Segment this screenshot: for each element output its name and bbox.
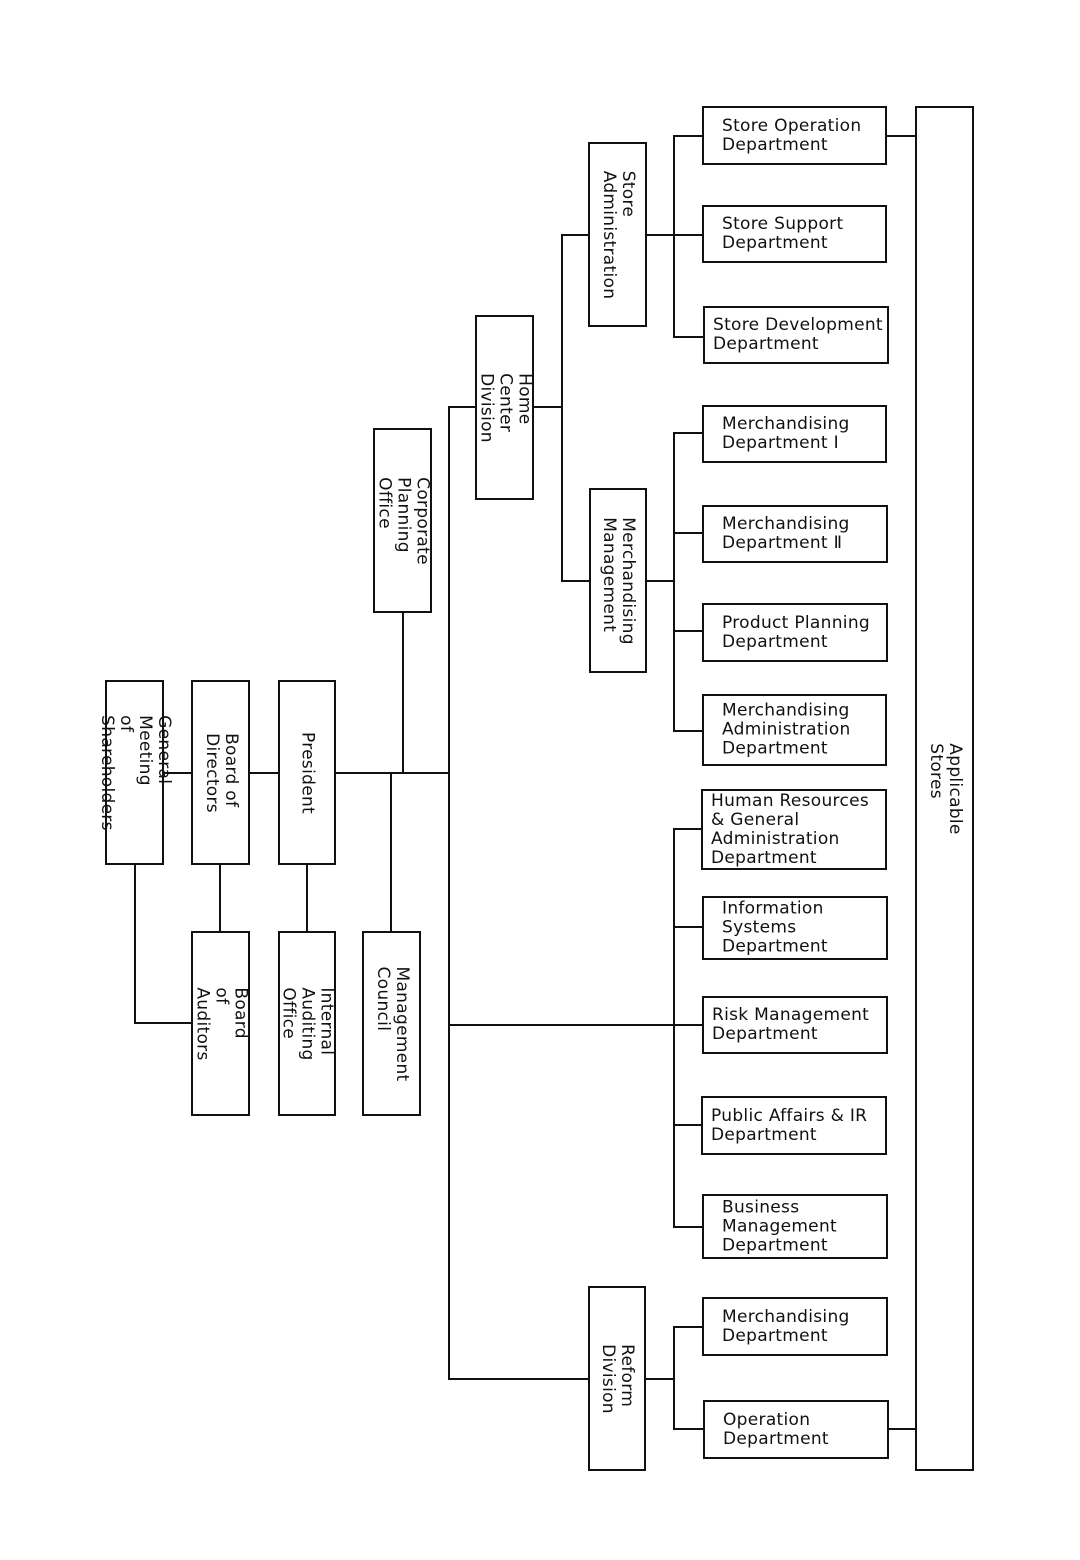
connector-line <box>390 772 392 932</box>
node-hr-general-administration-department: Human Resources & General Administration… <box>701 789 887 870</box>
connector-line <box>561 234 563 582</box>
connector-line <box>673 926 703 928</box>
node-reform-merchandising-department: Merchandising Department <box>702 1297 888 1356</box>
node-label: General Meeting of Shareholders <box>96 714 174 831</box>
node-merchandising-department-1: Merchandising Department Ⅰ <box>702 405 887 463</box>
node-label: President <box>297 731 318 814</box>
node-label: Store Administration <box>598 170 638 299</box>
node-home-center-division: Home Center Division <box>475 315 534 500</box>
node-business-management-department: Business Management Department <box>702 1194 888 1259</box>
connector-line <box>306 864 308 932</box>
node-merchandising-management: Merchandising Management <box>589 488 647 673</box>
node-label: Management Council <box>372 966 412 1081</box>
connector-line <box>673 1024 703 1026</box>
node-label: Reform Division <box>598 1343 637 1414</box>
node-label: Business Management Department <box>722 1197 837 1255</box>
connector-line <box>673 336 704 338</box>
connector-line <box>646 234 674 236</box>
node-internal-auditing-office: Internal Auditing Office <box>278 931 337 1116</box>
node-store-administration: Store Administration <box>588 142 647 327</box>
node-label: Merchandising Department Ⅰ <box>722 414 850 453</box>
node-information-systems-department: Information Systems Department <box>702 896 888 960</box>
node-label: Operation Department <box>723 1409 829 1449</box>
connector-line <box>561 234 590 236</box>
connector-line <box>673 1124 703 1126</box>
connector-line <box>219 864 221 932</box>
node-store-operation-department: Store Operation Department <box>702 106 887 165</box>
node-label: Internal Auditing Office <box>278 986 337 1061</box>
node-applicable-stores: Applicable Stores <box>915 106 974 1471</box>
node-label: Board of Directors <box>201 732 241 813</box>
connector-line <box>448 406 476 408</box>
node-management-council: Management Council <box>362 931 421 1116</box>
node-label: Public Affairs & IR Department <box>711 1105 868 1145</box>
connector-line <box>646 1378 674 1380</box>
connector-line <box>673 828 675 1228</box>
node-product-planning-department: Product Planning Department <box>702 603 888 662</box>
connector-line <box>673 730 703 732</box>
node-label: Merchandising Administration Department <box>722 700 851 759</box>
node-label: Applicable Stores <box>925 742 965 835</box>
connector-line <box>673 135 675 338</box>
connector-line <box>448 1024 674 1026</box>
node-label: Merchandising Management <box>599 516 638 645</box>
connector-line <box>249 772 279 774</box>
node-reform-division: Reform Division <box>588 1286 646 1471</box>
connector-line <box>673 1326 703 1328</box>
node-label: Human Resources & General Administration… <box>711 790 870 868</box>
connector-line <box>673 828 703 830</box>
node-shareholders: General Meeting of Shareholders <box>97 680 174 865</box>
node-merchandising-administration-department: Merchandising Administration Department <box>702 694 887 766</box>
connector-line <box>673 432 703 434</box>
node-public-affairs-ir-department: Public Affairs & IR Department <box>701 1096 887 1155</box>
connector-line <box>448 406 450 1380</box>
node-label: Merchandising Department <box>722 1306 850 1346</box>
connector-line <box>134 1022 192 1024</box>
connector-line <box>673 532 703 534</box>
node-president: President <box>278 680 336 865</box>
node-risk-management-department: Risk Management Department <box>702 996 888 1054</box>
node-label: Merchandising Department Ⅱ <box>722 514 850 553</box>
node-board-of-directors: Board of Directors <box>191 680 250 865</box>
connector-line <box>448 1378 590 1380</box>
node-label: Store Operation Department <box>722 115 862 155</box>
node-corporate-planning-office: Corporate Planning Office <box>373 428 432 613</box>
connector-line <box>673 1428 704 1430</box>
connector-line <box>673 1226 703 1228</box>
connector-line <box>561 580 591 582</box>
connector-line <box>402 612 404 774</box>
node-label: Information Systems Department <box>722 898 828 957</box>
node-store-support-department: Store Support Department <box>702 205 887 263</box>
node-label: Home Center Division <box>476 372 534 443</box>
node-store-development-department: Store Development Department <box>703 306 889 364</box>
connector-line <box>335 772 450 774</box>
connector-line <box>533 406 562 408</box>
node-label: Store Support Department <box>722 214 844 253</box>
node-operation-department: Operation Department <box>703 1400 889 1459</box>
connector-line <box>673 234 703 236</box>
node-label: Board of Auditors <box>192 986 250 1061</box>
connector-line <box>134 864 136 1024</box>
node-label: Store Development Department <box>713 315 883 354</box>
node-merchandising-department-2: Merchandising Department Ⅱ <box>702 505 888 563</box>
node-label: Corporate Planning Office <box>374 476 432 565</box>
connector-line <box>673 432 675 732</box>
connector-line <box>887 1428 916 1430</box>
connector-line <box>646 580 674 582</box>
node-label: Risk Management Department <box>712 1005 870 1044</box>
connector-line <box>673 135 703 137</box>
connector-line <box>673 630 703 632</box>
node-label: Product Planning Department <box>722 612 870 652</box>
node-board-of-auditors: Board of Auditors <box>191 931 250 1116</box>
connector-line <box>673 1326 675 1430</box>
connector-line <box>886 135 916 137</box>
connector-line <box>163 772 192 774</box>
